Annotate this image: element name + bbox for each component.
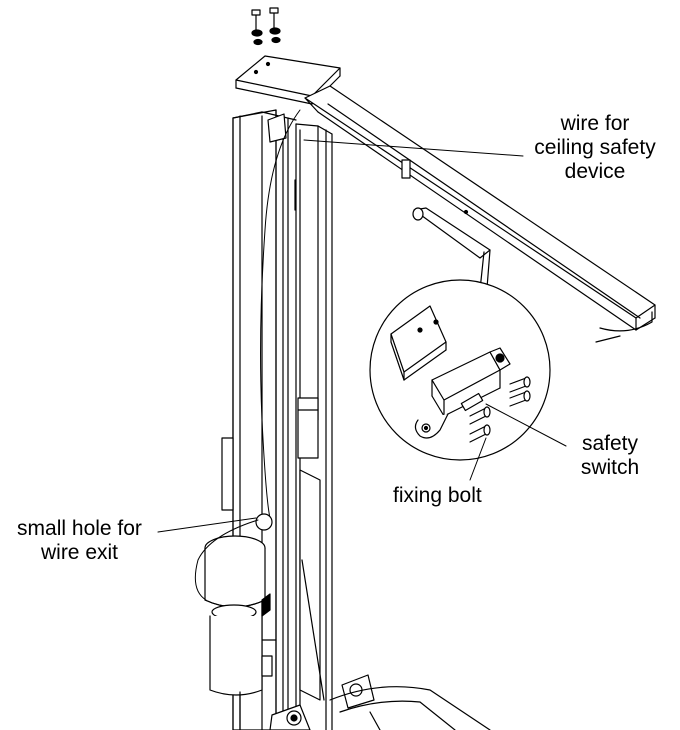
label-wire-ceiling: wire for ceiling safety device [515, 112, 675, 184]
label-safety-switch-line1: safety [581, 432, 639, 455]
base-feet [270, 675, 490, 730]
label-safety-switch-line2: switch [580, 456, 640, 479]
leader-lines [158, 140, 566, 532]
hydraulic-pump [205, 536, 272, 730]
label-safety-switch: safety switch [560, 432, 660, 480]
top-bolts [252, 8, 280, 45]
detail-circle [370, 280, 550, 460]
label-small-hole-line1: small hole for [17, 517, 142, 540]
label-wire-ceiling-line1: wire for [560, 112, 630, 135]
top-plate [236, 56, 340, 104]
safety-wire [195, 110, 300, 600]
label-wire-ceiling-line3: device [564, 160, 626, 183]
label-small-hole-line2: wire exit [40, 541, 119, 564]
label-fixing-bolt: fixing bolt [393, 484, 482, 507]
label-wire-ceiling-line2: ceiling safety [534, 136, 656, 159]
overhead-beam [305, 86, 655, 342]
label-small-hole: small hole for wire exit [2, 517, 157, 565]
inner-post [268, 114, 332, 730]
